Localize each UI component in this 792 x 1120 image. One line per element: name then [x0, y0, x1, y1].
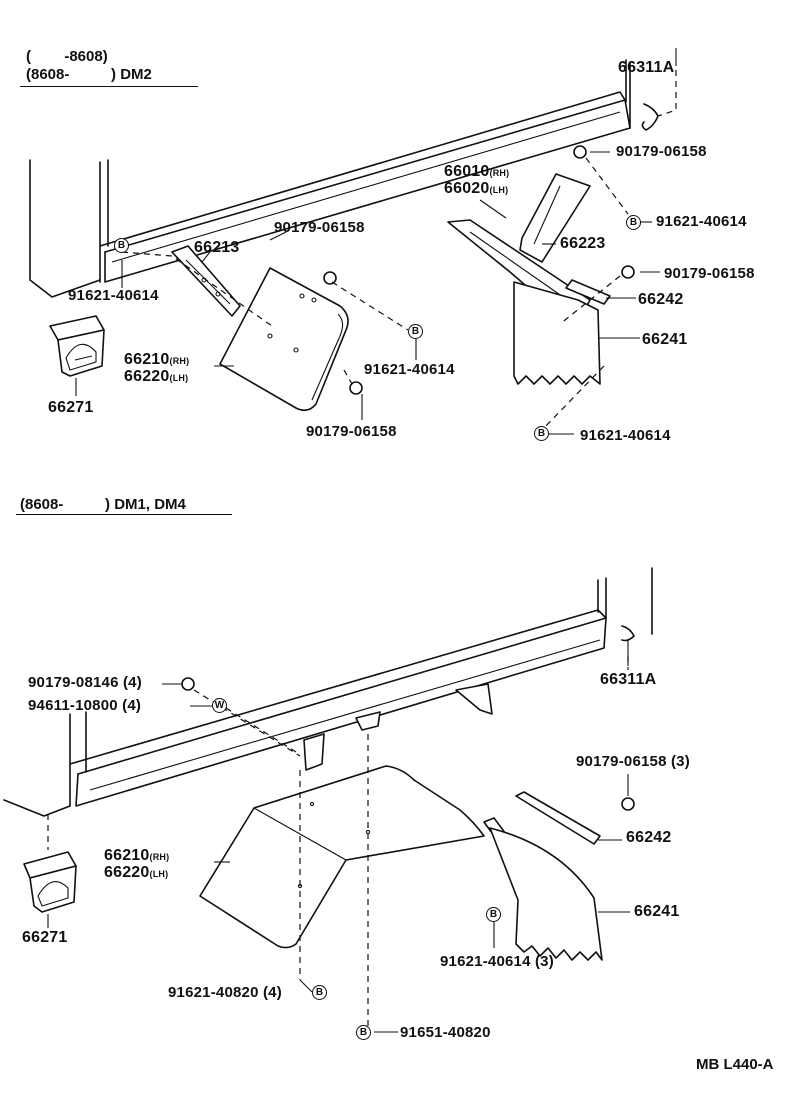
bracket-66010 [447, 173, 611, 385]
bolt-symbol: B [486, 907, 501, 922]
part-90179-06158-a: 90179-06158 [616, 143, 707, 160]
stopper-66271-top [49, 315, 105, 377]
part-66242-top: 66242 [638, 291, 684, 308]
bracket-66213 [171, 245, 241, 317]
bolt-symbol: B [114, 238, 129, 253]
bolt-symbol: B [534, 426, 549, 441]
part-91621-40614-c: 91621-40614 [364, 361, 455, 378]
part-66020: 66020(LH) [444, 180, 509, 197]
part-66311A-top: 66311A [618, 59, 675, 76]
part-66241-bottom: 66241 [634, 903, 680, 920]
part-91621-40614-3: 91621-40614 (3) [440, 953, 554, 970]
part-90179-06158-b: 90179-06158 [274, 219, 365, 236]
part-66271-bottom: 66271 [22, 929, 68, 946]
fender-66210-bottom [199, 765, 485, 949]
diagram-reference: MB L440-A [696, 1056, 774, 1073]
leader-lines-top [75, 151, 660, 435]
part-91621-40820: 91621-40820 (4) [168, 984, 282, 1001]
washer-symbol: W [212, 698, 227, 713]
bottom-header-underline [16, 514, 232, 515]
bottom-header: (8608- ) DM1, DM4 [20, 496, 186, 513]
part-66241-top: 66241 [642, 331, 688, 348]
bottom-body-frame [3, 567, 653, 817]
part-66220-bottom: 66220(LH) [104, 864, 169, 881]
part-90179-08146: 90179-08146 (4) [28, 674, 142, 691]
part-91621-40614-b: 91621-40614 [68, 287, 159, 304]
part-66210-bottom: 66210(RH) [104, 847, 170, 864]
part-66311A-bottom: 66311A [600, 671, 657, 688]
part-94611-10800: 94611-10800 (4) [28, 697, 142, 714]
part-66223: 66223 [560, 235, 606, 252]
top-header-line1: ( -8608) [26, 48, 108, 65]
bolt-symbol: B [312, 985, 327, 1000]
mudflap-66241-bottom [483, 791, 603, 961]
leader-lines-bottom [47, 656, 630, 1033]
part-91621-40614-a: 91621-40614 [656, 213, 747, 230]
bolt-symbol: B [408, 324, 423, 339]
top-body-frame [29, 48, 677, 298]
part-66010: 66010(RH) [444, 163, 510, 180]
fasteners-top [323, 145, 635, 395]
fasteners-bottom [181, 677, 635, 811]
top-header-line2: (8608- ) DM2 [26, 66, 152, 83]
top-header-underline [20, 86, 198, 87]
part-66271-top: 66271 [48, 399, 94, 416]
stopper-66271-bottom [23, 851, 77, 913]
part-90179-06158-3: 90179-06158 (3) [576, 753, 690, 770]
part-90179-06158-c: 90179-06158 [664, 265, 755, 282]
part-66213: 66213 [194, 239, 240, 256]
part-90179-06158-d: 90179-06158 [306, 423, 397, 440]
part-91621-40614-d: 91621-40614 [580, 427, 671, 444]
part-91651-40820: 91651-40820 [400, 1024, 491, 1041]
bolt-symbol: B [626, 215, 641, 230]
part-66242-bottom: 66242 [626, 829, 672, 846]
part-66220-top: 66220(LH) [124, 368, 189, 385]
part-66210-top: 66210(RH) [124, 351, 190, 368]
bolt-symbol: B [356, 1025, 371, 1040]
mudguard-66210-top [219, 267, 349, 412]
